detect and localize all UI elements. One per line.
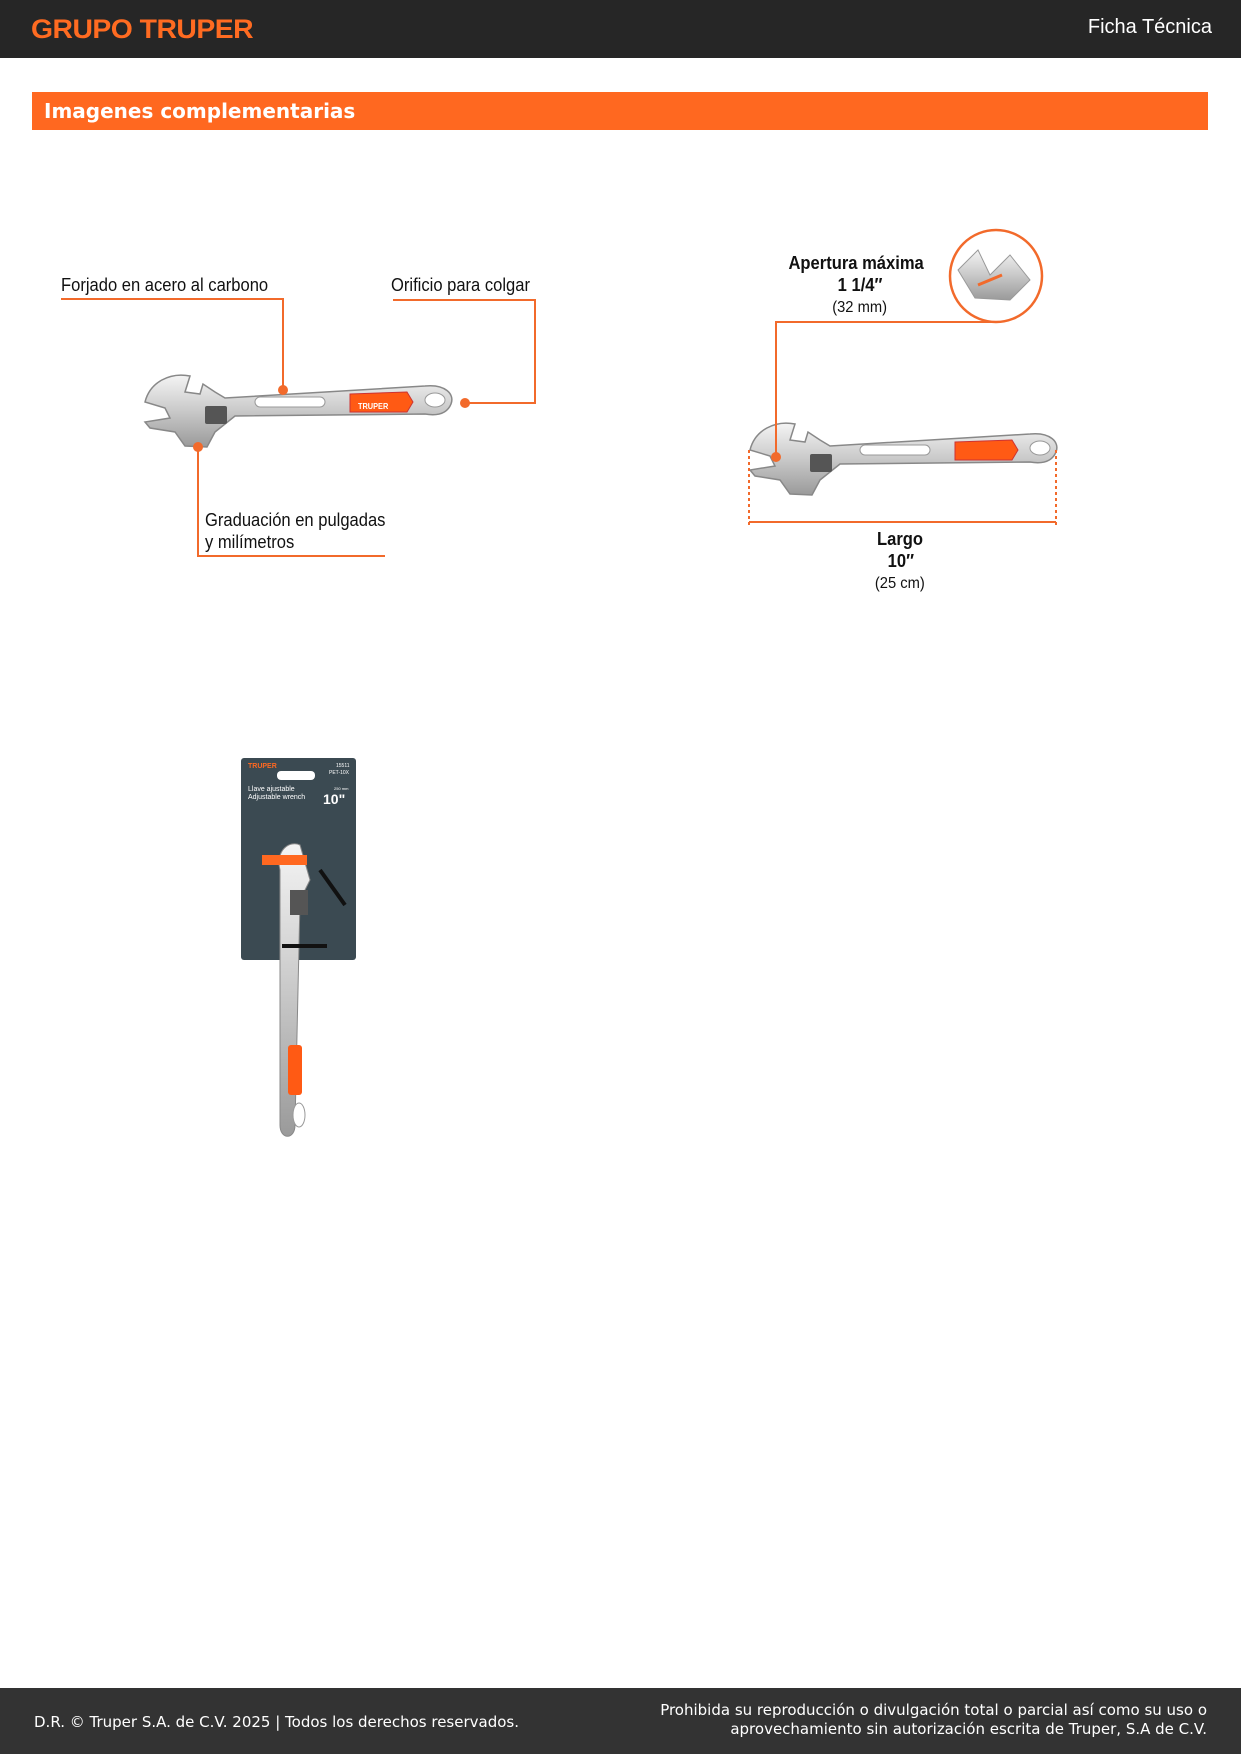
document-title: Ficha Técnica (1087, 16, 1212, 38)
jaw-detail-circle (948, 228, 1044, 324)
legal-notice: Prohibida su reproducción o divulgación … (660, 1701, 1207, 1739)
length-title: Largo (876, 529, 924, 549)
footer: D.R. © Truper S.A. de C.V. 2025 | Todos … (0, 1688, 1241, 1754)
package-size: 10" (323, 791, 346, 807)
label-hanging-hole: Orificio para colgar (391, 275, 530, 295)
callout-dot (193, 442, 203, 452)
wrench-brand-mark: TRUPER (358, 402, 389, 411)
callout-dot (278, 385, 288, 395)
callout-dot (771, 452, 781, 462)
legal-notice-line1: Prohibida su reproducción o divulgación … (660, 1701, 1207, 1719)
max-opening-metric: (32 mm) (832, 299, 888, 316)
package-name-en: Adjustable wrench (248, 794, 306, 801)
wrench-image-right (749, 422, 1058, 496)
callout-lines-left (61, 298, 536, 557)
label-graduation-line2: y milímetros (205, 532, 295, 552)
callout-dot (460, 398, 470, 408)
package-model: PET-10X (329, 770, 350, 776)
max-opening-title: Apertura máxima (788, 253, 924, 273)
package-brand: TRUPER (248, 763, 277, 770)
legal-notice-line2: aprovechamiento sin autorización escrita… (730, 1720, 1207, 1738)
length-metric: (25 cm) (874, 575, 925, 592)
dimension-lines-right (748, 321, 1057, 528)
header: GRUPO TRUPER Ficha Técnica (0, 0, 1241, 58)
package-image (241, 758, 356, 1137)
package-name-es: Llave ajustable (248, 786, 295, 793)
label-graduation-line1: Graduación en pulgadas (205, 510, 386, 530)
length-value: 10″ (887, 551, 915, 571)
package-size-mm: 250 mm (334, 786, 349, 791)
section-header: Imagenes complementarias (32, 92, 1208, 130)
wrench-image-left (144, 374, 453, 448)
package-code: 15511 (336, 763, 350, 769)
grupo-truper-logo: GRUPO TRUPER (31, 14, 254, 44)
max-opening-value: 1 1/4″ (837, 275, 883, 295)
section-title: Imagenes complementarias (44, 99, 356, 123)
copyright-text: D.R. © Truper S.A. de C.V. 2025 | Todos … (34, 1713, 519, 1731)
label-forged-steel: Forjado en acero al carbono (61, 275, 269, 295)
